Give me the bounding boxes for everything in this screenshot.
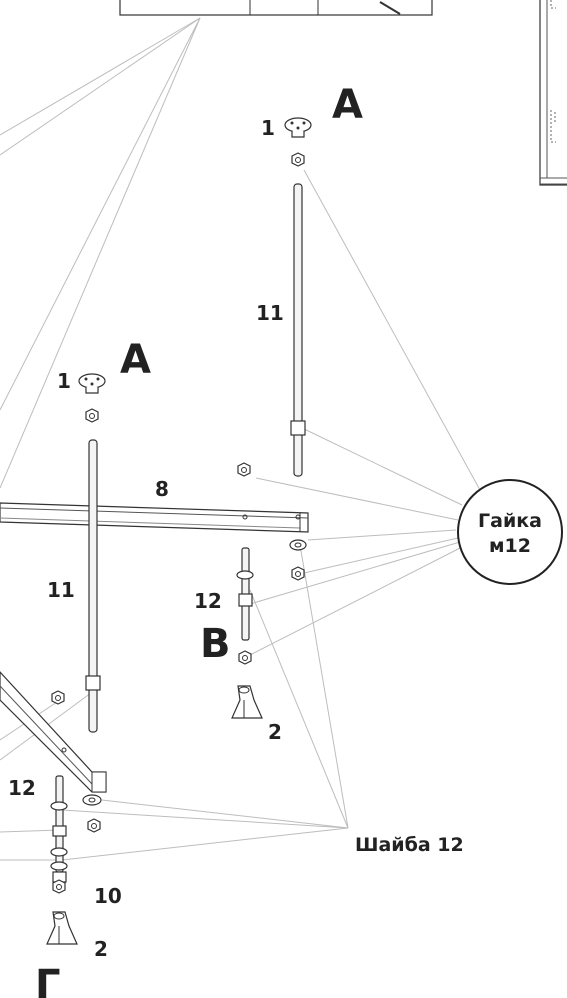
label-10: 10: [94, 884, 122, 908]
diagonal-bar-part: [0, 671, 107, 793]
nut-callout: Гайка м12: [457, 479, 563, 585]
label-1-top: 1: [261, 116, 275, 140]
nut-b: [238, 650, 252, 665]
nut-callout-line1: Гайка: [478, 510, 542, 532]
nut-top-left: [85, 408, 99, 423]
label-12-left: 12: [8, 776, 36, 800]
cap-part-mid: [78, 373, 106, 394]
rod-right: [290, 183, 306, 477]
label-12-right: 12: [194, 589, 222, 613]
label-2-left: 2: [94, 937, 108, 961]
label-a-top: А: [332, 82, 363, 128]
rod-left: [85, 439, 101, 733]
nut-g: [52, 879, 66, 894]
nut-loose-left: [51, 690, 65, 705]
label-v: В: [200, 621, 231, 667]
label-11-mid: 11: [47, 578, 75, 602]
bolt-g: [50, 775, 68, 883]
frame-leader-lines: [0, 17, 201, 489]
nut-top-right: [291, 152, 305, 167]
label-1-mid: 1: [57, 369, 71, 393]
bolt-b: [236, 547, 254, 641]
nut-callout-line2: м12: [489, 535, 531, 557]
label-2-right: 2: [268, 720, 282, 744]
crossbar-part: [0, 502, 309, 533]
nut-loose-right: [237, 462, 251, 477]
foot-g: [46, 911, 78, 945]
label-a-mid: А: [120, 337, 151, 383]
washer-callout: Шайба 12: [355, 834, 464, 856]
foot-b: [231, 685, 263, 719]
label-g: Г: [35, 962, 61, 998]
cap-part-top: [284, 117, 312, 138]
washer-right: [289, 539, 307, 551]
side-panel-fragment: [539, 0, 567, 186]
label-11-top: 11: [256, 301, 284, 325]
top-frame-fragment: [119, 0, 433, 16]
nut-g-side: [87, 818, 101, 833]
nut-leader-lines: [247, 169, 481, 657]
nut-right-2: [291, 566, 305, 581]
washer-leader-lines: [0, 544, 349, 861]
label-8: 8: [155, 477, 169, 501]
washer-left: [82, 794, 102, 806]
